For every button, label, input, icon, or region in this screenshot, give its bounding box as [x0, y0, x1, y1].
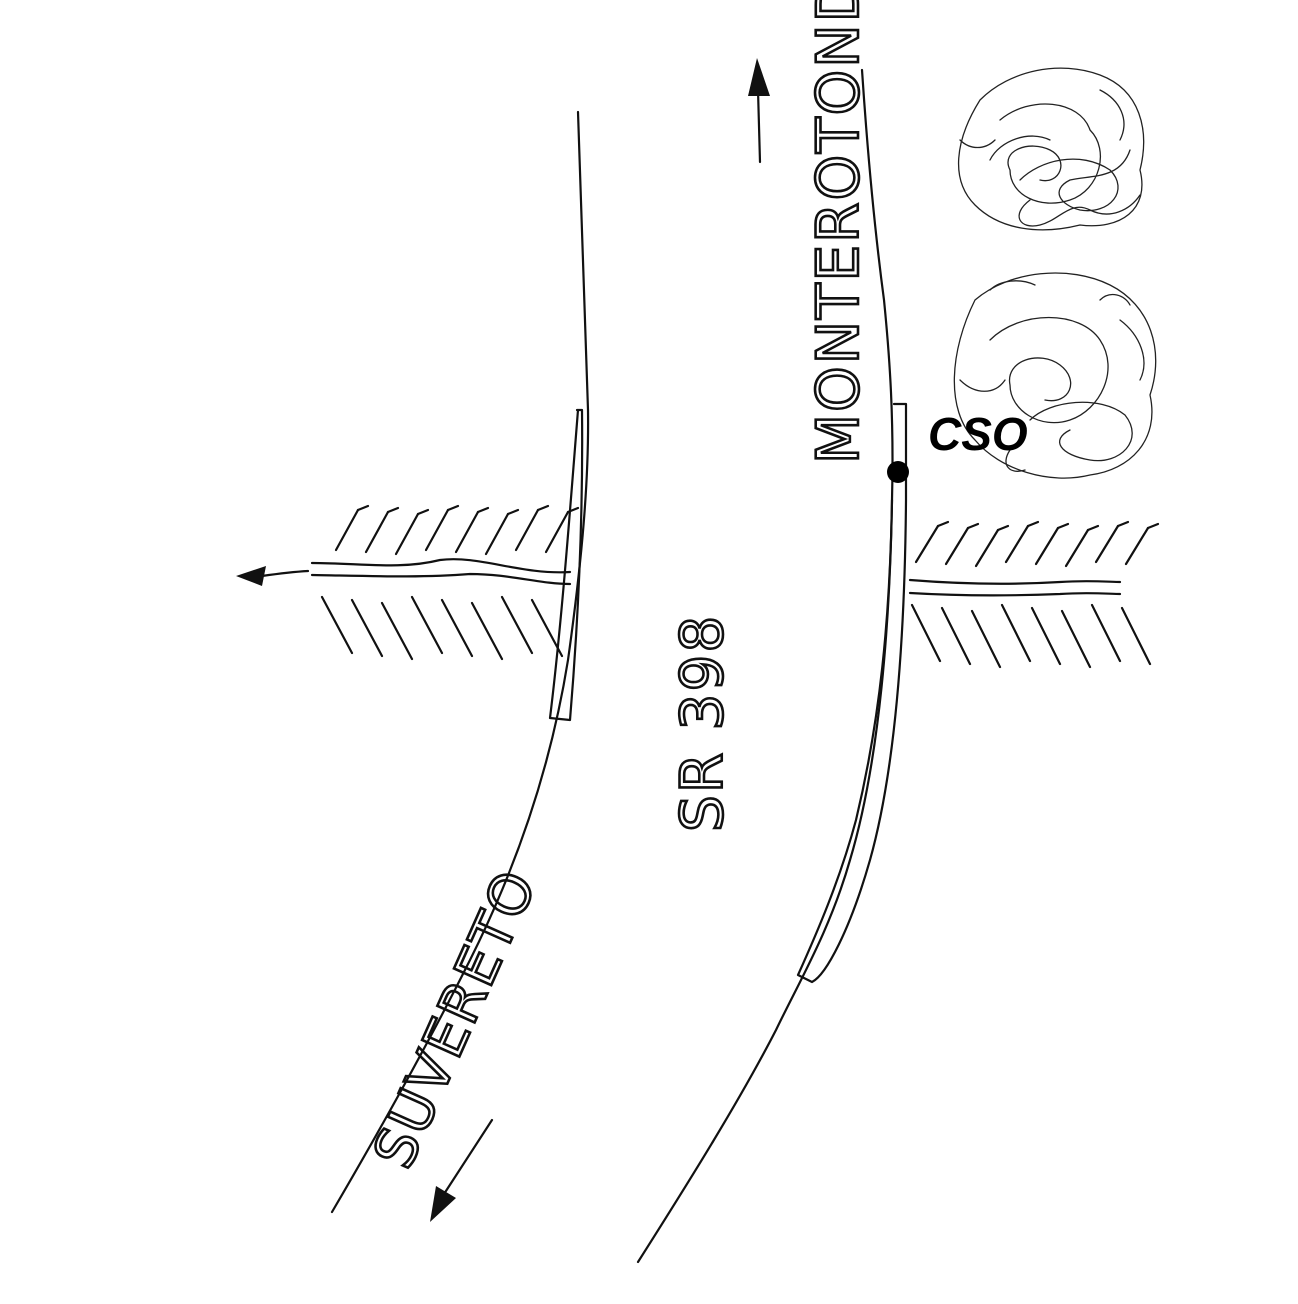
arrow-down-icon — [430, 1118, 494, 1222]
hatch-stroke — [914, 524, 940, 564]
hatch-stroke — [1060, 609, 1092, 669]
hatch-stroke — [1004, 524, 1030, 564]
hatch-tick — [1146, 522, 1160, 530]
embankment-hatching-upper-left — [334, 504, 580, 556]
embankment-hatching-lower-left — [320, 595, 564, 661]
hatch-stroke — [970, 609, 1002, 669]
hatch-tick — [936, 520, 950, 528]
hatch-tick — [1056, 522, 1070, 530]
hatch-tick — [1116, 520, 1130, 528]
hatch-tick — [536, 504, 550, 512]
hatch-tick — [506, 508, 520, 516]
hatch-stroke — [944, 526, 970, 566]
hatch-stroke — [440, 598, 474, 658]
hatch-tick — [356, 504, 370, 512]
hatch-tick — [476, 506, 490, 514]
tree-icon — [958, 67, 1145, 231]
hatch-stroke — [1120, 606, 1152, 666]
hatch-stroke — [424, 508, 450, 552]
hatch-stroke — [500, 595, 534, 655]
hatch-stroke — [484, 512, 510, 556]
hatch-stroke — [1034, 526, 1060, 566]
hatch-stroke — [1030, 606, 1062, 666]
cso-point-label: CSO — [928, 408, 1028, 460]
hatch-stroke — [410, 595, 444, 655]
hatch-stroke — [514, 508, 540, 552]
cso-point-marker — [887, 461, 909, 483]
hatch-stroke — [1064, 528, 1090, 568]
hatch-tick — [446, 504, 460, 512]
hatch-tick — [416, 508, 430, 516]
hatch-stroke — [1124, 526, 1150, 566]
hatch-tick — [386, 506, 400, 514]
arrow-up-icon — [748, 58, 770, 164]
right-culvert-channel — [908, 578, 1122, 597]
left-guardrail — [548, 408, 584, 722]
hatch-stroke — [530, 598, 564, 658]
hatch-stroke — [334, 508, 360, 552]
arrow-left-icon — [260, 569, 310, 578]
hatch-stroke — [1090, 603, 1122, 663]
hatch-stroke — [380, 601, 414, 661]
bottom-direction-label: SUVERETO — [361, 860, 550, 1178]
hatch-stroke — [470, 601, 504, 661]
hatch-tick — [1086, 524, 1100, 532]
hatch-tick — [566, 506, 580, 514]
hatch-tick — [996, 524, 1010, 532]
hatch-stroke — [1000, 603, 1032, 663]
hatch-stroke — [910, 603, 942, 663]
hatch-stroke — [940, 606, 972, 666]
embankment-hatching-lower-right — [910, 603, 1152, 669]
hatch-stroke — [394, 512, 420, 556]
hatch-stroke — [364, 510, 390, 554]
hatch-tick — [1026, 520, 1040, 528]
road-right-edge — [636, 68, 894, 1264]
hatch-stroke — [350, 598, 384, 658]
embankment-hatching-upper-right — [914, 520, 1160, 568]
top-direction-label: MONTEROTONDO — [804, 0, 872, 464]
hatch-stroke — [1094, 524, 1120, 564]
left-culvert-channel — [236, 558, 572, 586]
road-name-label: SR 398 — [668, 614, 736, 832]
hatch-tick — [966, 522, 980, 530]
hatch-stroke — [320, 595, 354, 655]
arrow-left-head-icon — [236, 566, 266, 586]
hatch-stroke — [544, 510, 570, 554]
hatch-stroke — [454, 510, 480, 554]
tree-icon — [953, 272, 1157, 479]
road-left-edge — [330, 110, 590, 1214]
hatch-stroke — [974, 528, 1000, 568]
right-guardrail — [796, 402, 908, 984]
